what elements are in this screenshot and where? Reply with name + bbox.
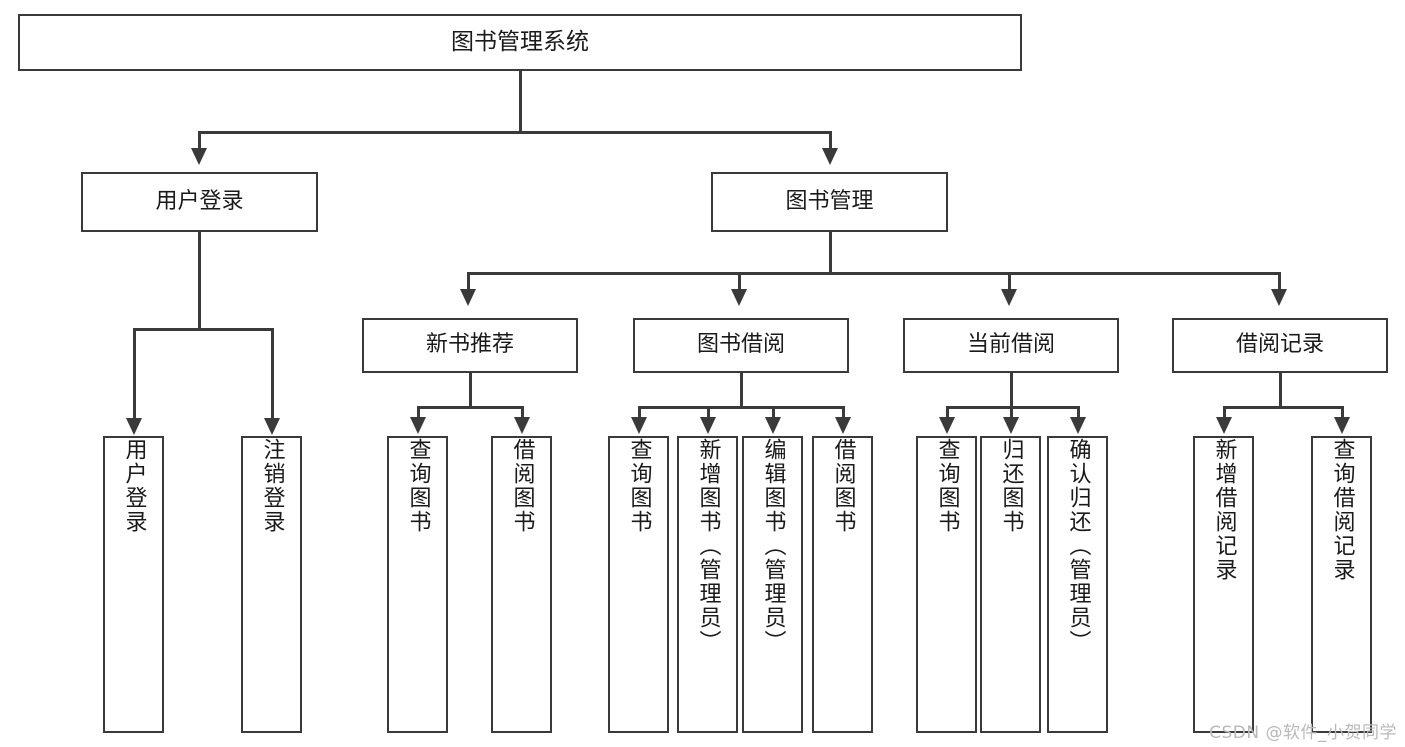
leaf-label: 确认归还（管理员）: [1065, 438, 1091, 654]
leaf-label: 注销登录: [259, 438, 285, 534]
edge-book-manage-drop-1: [467, 272, 470, 290]
edge-current-borrow-drop-2: [1010, 406, 1013, 418]
node-label: 当前借阅: [966, 332, 1055, 358]
node-label: 图书管理系统: [451, 28, 589, 55]
leaf-label: 借阅图书: [509, 438, 535, 534]
leaf-label: 查询图书: [626, 438, 652, 534]
arrowhead-to-user-login: [191, 148, 207, 165]
edge-borrow-record-drop-1: [1223, 406, 1226, 418]
arrowhead-to-book-manage: [822, 148, 838, 165]
arrowhead-to-book-borrow: [731, 289, 747, 306]
leaf-user-login[interactable]: 用户登录: [103, 436, 164, 733]
arrowhead-borrow-record-leaf-1: [1216, 417, 1232, 434]
edge-book-manage-drop-4: [1278, 272, 1281, 290]
arrowhead-new-book-leaf-1: [410, 417, 426, 434]
arrowhead-to-current-borrow: [1001, 289, 1017, 306]
arrowhead-current-borrow-leaf-2: [1003, 417, 1019, 434]
leaf-label: 借阅图书: [830, 438, 856, 534]
arrowhead-book-borrow-leaf-4: [835, 417, 851, 434]
node-borrow-record[interactable]: 借阅记录: [1172, 318, 1388, 373]
edge-book-borrow-stem: [740, 373, 743, 408]
edge-current-borrow-stem: [1010, 373, 1013, 408]
leaf-new-book-borrow[interactable]: 借阅图书: [491, 436, 552, 733]
edge-new-book-drop-1: [417, 406, 420, 418]
node-book-management[interactable]: 图书管理: [711, 172, 948, 232]
edge-root-bus: [199, 131, 831, 134]
leaf-book-borrow-query[interactable]: 查询图书: [608, 436, 669, 733]
leaf-label: 归还图书: [998, 438, 1024, 534]
leaf-new-book-query[interactable]: 查询图书: [387, 436, 448, 733]
edge-book-manage-drop-2: [738, 272, 741, 290]
arrowhead-to-borrow-record: [1271, 289, 1287, 306]
node-new-book-recommend[interactable]: 新书推荐: [362, 318, 578, 373]
leaf-label: 查询图书: [405, 438, 431, 534]
edge-book-borrow-drop-2: [707, 406, 710, 418]
leaf-logout[interactable]: 注销登录: [241, 436, 302, 733]
edge-borrow-record-stem: [1279, 373, 1282, 408]
edge-root-stem: [519, 71, 522, 133]
leaf-label: 新增图书（管理员）: [695, 438, 721, 654]
edge-book-borrow-drop-3: [772, 406, 775, 418]
edge-root-drop-right: [829, 131, 832, 149]
edge-user-login-drop-1: [133, 328, 136, 419]
leaf-confirm-return-admin[interactable]: 确认归还（管理员）: [1047, 436, 1108, 733]
leaf-label: 查询图书: [934, 438, 960, 534]
node-label: 用户登录: [155, 188, 244, 214]
edge-book-manage-drop-3: [1008, 272, 1011, 290]
edge-current-borrow-drop-3: [1077, 406, 1080, 418]
arrowhead-new-book-leaf-2: [514, 417, 530, 434]
edge-user-login-drop-2: [271, 328, 274, 419]
node-label: 借阅记录: [1235, 332, 1324, 358]
arrowhead-user-login-leaf-2: [264, 418, 280, 435]
leaf-add-borrow-record[interactable]: 新增借阅记录: [1193, 436, 1254, 733]
edge-book-manage-bus: [468, 272, 1280, 275]
edge-book-borrow-drop-4: [842, 406, 845, 418]
leaf-label: 查询借阅记录: [1329, 438, 1355, 582]
arrowhead-book-borrow-leaf-2: [700, 417, 716, 434]
edge-new-book-bus: [418, 406, 523, 409]
edge-borrow-record-drop-2: [1341, 406, 1344, 418]
edge-user-login-bus: [134, 328, 273, 331]
edge-new-book-stem: [469, 373, 472, 408]
edge-borrow-record-bus: [1224, 406, 1343, 409]
node-root-system[interactable]: 图书管理系统: [18, 14, 1022, 71]
arrowhead-current-borrow-leaf-1: [939, 417, 955, 434]
edge-book-manage-stem: [829, 232, 832, 274]
edge-user-login-stem: [198, 232, 201, 330]
edge-book-borrow-bus: [639, 406, 844, 409]
arrowhead-user-login-leaf-1: [126, 418, 142, 435]
leaf-current-query[interactable]: 查询图书: [916, 436, 977, 733]
leaf-book-add-admin[interactable]: 新增图书（管理员）: [677, 436, 738, 733]
node-label: 新书推荐: [425, 332, 514, 358]
node-book-borrow[interactable]: 图书借阅: [633, 318, 849, 373]
leaf-return-book[interactable]: 归还图书: [980, 436, 1041, 733]
leaf-label: 新增借阅记录: [1211, 438, 1237, 582]
arrowhead-borrow-record-leaf-2: [1334, 417, 1350, 434]
edge-root-drop-left: [198, 131, 201, 149]
node-label: 图书借阅: [696, 332, 785, 358]
leaf-book-edit-admin[interactable]: 编辑图书（管理员）: [742, 436, 803, 733]
node-label: 图书管理: [785, 188, 874, 214]
arrowhead-book-borrow-leaf-1: [631, 417, 647, 434]
leaf-book-borrow-action[interactable]: 借阅图书: [812, 436, 873, 733]
leaf-label: 用户登录: [121, 438, 147, 534]
edge-current-borrow-drop-1: [946, 406, 949, 418]
node-user-login[interactable]: 用户登录: [81, 172, 318, 232]
leaf-query-borrow-record[interactable]: 查询借阅记录: [1311, 436, 1372, 733]
arrowhead-to-new-book: [460, 289, 476, 306]
edge-book-borrow-drop-1: [638, 406, 641, 418]
arrowhead-current-borrow-leaf-3: [1070, 417, 1086, 434]
leaf-label: 编辑图书（管理员）: [760, 438, 786, 654]
edge-current-borrow-bus: [947, 406, 1079, 409]
node-current-borrow[interactable]: 当前借阅: [903, 318, 1119, 373]
edge-new-book-drop-2: [521, 406, 524, 418]
arrowhead-book-borrow-leaf-3: [765, 417, 781, 434]
